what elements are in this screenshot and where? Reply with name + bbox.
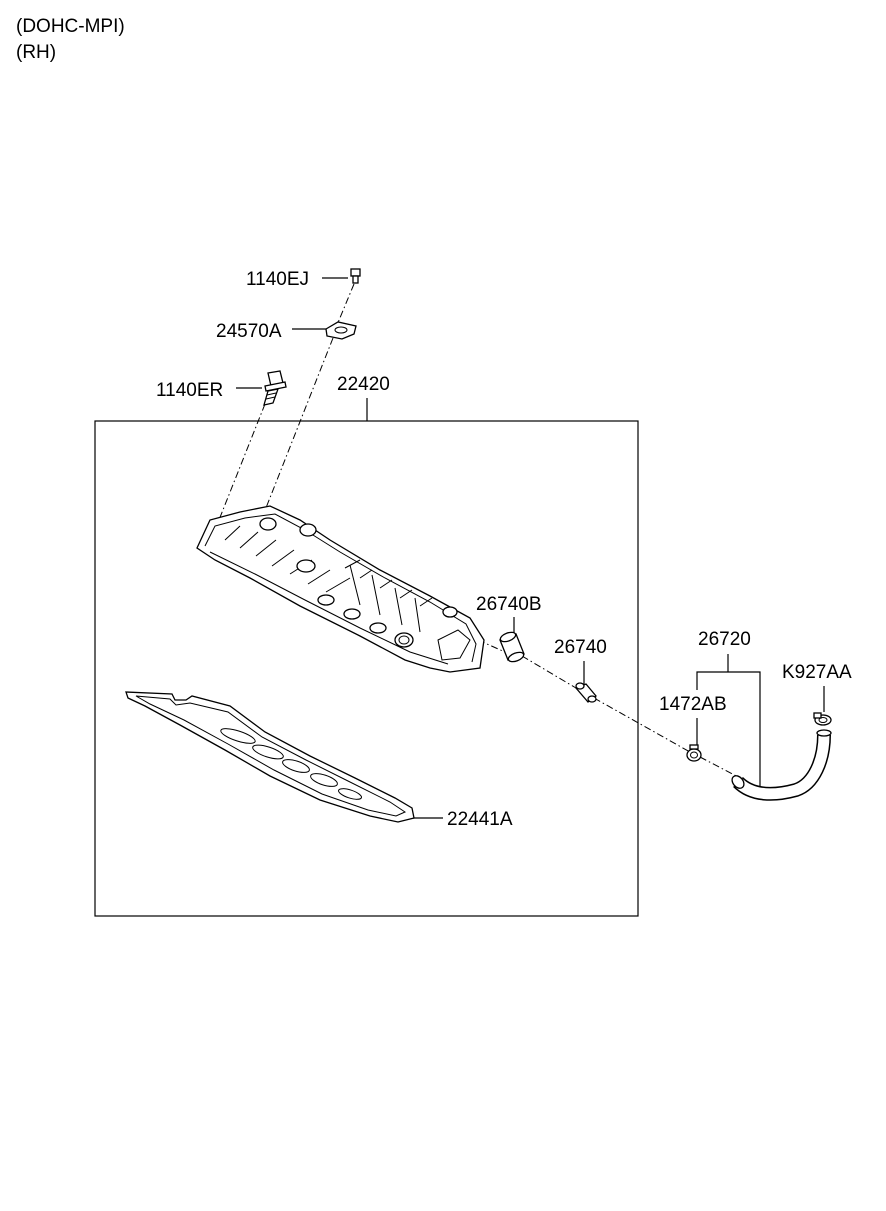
bolt-1140er-icon [263,370,287,406]
part-number-24570a: 24570A [216,321,282,342]
part-number-1140er: 1140ER [156,380,223,401]
pcv-valve-26740-icon [574,682,597,703]
side-label: (RH) [16,42,57,63]
grommet-26740b-icon [499,631,525,663]
part-number-22420: 22420 [337,374,390,395]
part-number-26740b: 26740B [476,594,542,615]
bolt-1140ej-icon [350,268,361,284]
part-number-22441a: 22441A [447,809,513,830]
callout-1140er[interactable]: 1140ER [156,380,262,401]
callout-26740[interactable]: 26740 [554,637,607,684]
hose-26720-icon [731,729,832,801]
callout-22441a[interactable]: 22441A [410,809,513,830]
clamp-k927aa-icon [813,712,832,726]
washer-24570a-icon [325,321,357,340]
part-number-26740: 26740 [554,637,607,658]
rocker-cover-22420-icon [196,505,485,673]
callout-26720[interactable]: 26720 [696,629,761,786]
part-number-26720: 26720 [698,629,751,650]
gasket-22441a-icon [125,691,415,823]
part-number-1140ej: 1140EJ [246,269,309,290]
engine-variant-label: (DOHC-MPI) [16,16,125,37]
callout-k927aa[interactable]: K927AA [782,662,852,712]
callout-24570a[interactable]: 24570A [216,321,326,342]
callout-22420[interactable]: 22420 [337,374,390,421]
part-number-k927aa: K927AA [782,662,852,683]
clamp-1472ab-icon [686,744,702,762]
part-number-1472ab: 1472AB [659,694,727,715]
callout-1140ej[interactable]: 1140EJ [246,269,348,290]
callout-1472ab[interactable]: 1472AB [659,694,727,748]
assembly-frame [94,420,639,917]
assembly-axis-lines [214,283,741,779]
callout-26740b[interactable]: 26740B [476,594,542,637]
